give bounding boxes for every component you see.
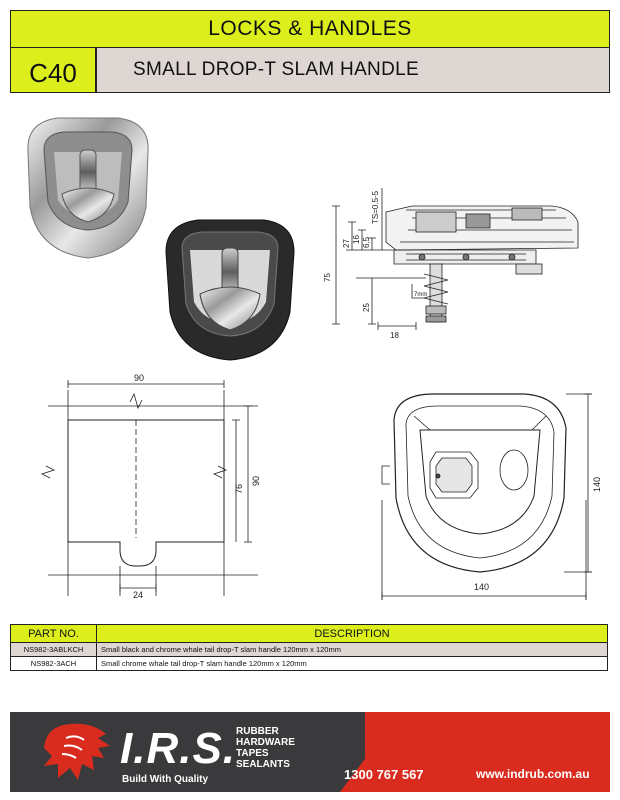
brand-tagline: Build With Quality: [122, 774, 209, 785]
lion-logo-icon: [44, 723, 110, 780]
product-range-item: HARDWARE: [236, 737, 295, 748]
footer-banner: I.R.S. Build With Quality RUBBER HARDWAR…: [10, 712, 610, 792]
table-row: NS982-3ABLKCH Small black and chrome wha…: [10, 642, 608, 657]
dim-27-label: 27: [342, 239, 351, 248]
dim-75-label: 75: [323, 273, 332, 282]
table-row: NS982-3ACH Small chrome whale tail drop-…: [10, 656, 608, 671]
dim-6-5-label: 6.5: [362, 236, 371, 248]
description-header: DESCRIPTION: [96, 624, 608, 643]
cutout-drawing: 90 90 76 24: [40, 373, 261, 600]
cutout-notch-label: 24: [133, 590, 143, 600]
part-no-header: PART NO.: [10, 624, 97, 643]
product-range-list: RUBBER HARDWARE TAPES SEALANTS: [236, 726, 295, 770]
product-range-item: SEALANTS: [236, 759, 290, 770]
table-header-row: PART NO. DESCRIPTION: [10, 624, 608, 643]
black-chrome-handle-photo: [165, 219, 295, 361]
part-number-cell: NS982-3ACH: [10, 656, 97, 671]
product-code: C40: [29, 58, 77, 88]
dim-18-label: 18: [390, 331, 399, 340]
chrome-handle-photo: [27, 117, 149, 259]
brand-name: I.R.S.: [120, 724, 237, 773]
footer-red-panel: [365, 712, 610, 792]
cutout-width-label: 90: [134, 373, 144, 383]
product-code-box: C40: [10, 48, 96, 93]
cutout-height-inner-label: 76: [234, 484, 244, 494]
website-link[interactable]: www.indrub.com.au: [476, 767, 590, 781]
product-title: SMALL DROP-T SLAM HANDLE: [133, 59, 419, 80]
dim-16-label: 16: [352, 235, 361, 244]
dim-25-label: 25: [362, 303, 371, 312]
description-cell: Small black and chrome whale tail drop-T…: [96, 642, 608, 657]
category-banner: LOCKS & HANDLES: [10, 10, 610, 48]
front-view-drawing: 140 140: [381, 393, 602, 600]
dim-ts-label: TS=0.5-5: [371, 190, 380, 224]
front-height-label: 140: [592, 477, 602, 492]
dim-7mm-label: 7mm: [414, 292, 427, 298]
description-cell: Small chrome whale tail drop-T slam hand…: [96, 656, 608, 671]
part-number-cell: NS982-3ABLKCH: [10, 642, 97, 657]
phone-number: 1300 767 567: [344, 767, 424, 782]
side-view-drawing: TS=0.5-5 27 16 6.5 75 25 18 7mm: [323, 188, 579, 340]
parts-table: PART NO. DESCRIPTION NS982-3ABLKCH Small…: [10, 624, 608, 671]
front-width-label: 140: [474, 582, 489, 592]
product-title-bar: SMALL DROP-T SLAM HANDLE: [96, 48, 610, 93]
category-title: LOCKS & HANDLES: [208, 17, 412, 40]
product-range-item: RUBBER: [236, 726, 279, 737]
product-range-item: TAPES: [236, 748, 269, 759]
cutout-height-outer-label: 90: [251, 476, 261, 486]
